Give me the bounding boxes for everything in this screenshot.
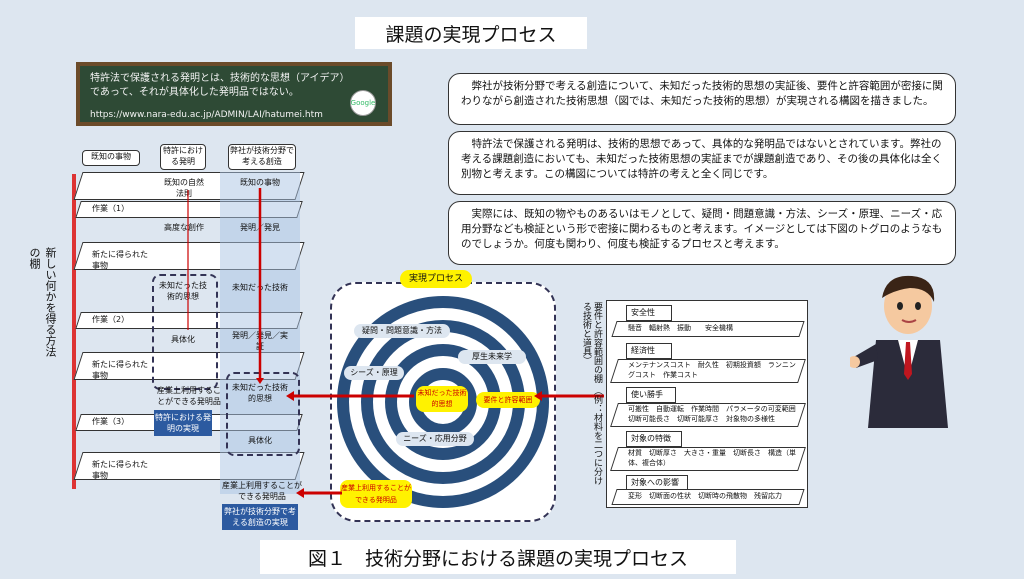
spiral-label-2: 厚生未来学 [458, 350, 526, 364]
businessman-illustration [850, 275, 948, 428]
chalkboard-note: 特許法で保護される発明とは、技術的な思想（アイデア） であって、それが具体化した… [76, 62, 392, 126]
left-vertical-label: 新しい何かを得る方法の棚 [28, 247, 57, 357]
patent-item-4: 具体化 [171, 335, 195, 344]
google-search-icon: Google [350, 90, 376, 116]
req-text-usability: 可搬性 自動運転 作業時間 パラメータの可変範囲 切断可能長さ 切断可能厚さ 対… [628, 405, 803, 423]
patent-item-5: 産業上利用することができる発明品 [157, 386, 221, 406]
company-item-7: 産業上利用することができる発明品 [222, 481, 302, 501]
patent-item-3: 未知だった技術的思想 [159, 281, 207, 301]
col-header-known: 既知の事物 [82, 150, 140, 166]
row-new-3-label: 新たに得られた事物 [92, 460, 148, 480]
spiral-label-3: シーズ・原理 [344, 366, 404, 380]
req-text-safety: 騒音 輻射熱 振動 安全機構 [628, 324, 733, 332]
requirements-vertical-label: 要件と許容範囲の棚 （例：材料を二つに分ける技術と道具） [562, 302, 602, 492]
speech-bubble-1: 弊社が技術分野で考える創造について、未知だった技術的思想の実証後、要件と許容範囲… [448, 73, 956, 125]
figure-caption: 図１ 技術分野における課題の実現プロセス [260, 540, 736, 574]
left-arrows [187, 188, 264, 384]
board-url[interactable]: https://www.nara-edu.ac.jp/ADMIN/LAI/hat… [90, 110, 323, 120]
left-red-line [72, 174, 76, 489]
company-item-5: 未知だった技術的思想 [232, 383, 288, 403]
row-new-1-label: 新たに得られた事物 [92, 250, 148, 270]
req-title-target: 対象の特徴 [626, 431, 682, 447]
col-header-patent: 特許における発明 [160, 144, 206, 170]
company-dashed-box [226, 372, 300, 456]
page-title: 課題の実現プロセス [355, 17, 587, 49]
req-text-economy: メンテナンスコスト 耐久性 初期投資額 ランニングコスト 作業コスト [628, 361, 796, 379]
row-work-3-label: 作業（3） [92, 417, 130, 426]
left-process-panel: 既知の事物 特許における発明 弊社が技術分野で考える創造 新しい何かを得る方法の… [28, 144, 308, 530]
company-item-1: 既知の事物 [240, 178, 280, 187]
spiral-label-4: ニーズ・応用分野 [396, 432, 474, 446]
row-work-2-label: 作業（2） [92, 315, 130, 324]
patent-dashed-box [152, 274, 218, 390]
patent-item-2: 高度な創作 [164, 223, 204, 232]
speech-bubble-2: 特許法で保護される発明は、技術的思想であって、具体的な発明品ではないとされていま… [448, 131, 956, 195]
req-text-impact: 変形 切断面の性状 切断時の飛散物 残留応力 [628, 492, 782, 500]
requirements-subtitle: （例：材料を二つに分ける技術と道具） [581, 302, 602, 485]
speech-bubble-3: 実際には、既知の物やものあるいはモノとして、疑問・問題意識・方法、シーズ・原理、… [448, 201, 956, 265]
company-item-6: 具体化 [248, 436, 272, 445]
req-title-usability: 使い勝手 [626, 387, 676, 403]
req-text-target: 材質 切断厚さ 大きさ・重量 切断長さ 構造（単体、複合体） [628, 449, 796, 467]
req-title-economy: 経済性 [626, 343, 672, 359]
row-new-2-label: 新たに得られた事物 [92, 360, 148, 380]
row-work-1-label: 作業（1） [92, 204, 130, 213]
patent-item-1: 既知の自然法則 [164, 178, 204, 198]
board-line-1: 特許法で保護される発明とは、技術的な思想（アイデア） [90, 73, 350, 84]
spiral-panel: 実現プロセス 疑問・問題意識・方法 厚生未来学 シーズ・原理 ニーズ・応用分野 … [330, 270, 556, 522]
spiral-bottom-tag: 産業上利用することができる発明品 [340, 480, 412, 508]
board-line-2: であって、それが具体化した発明品ではない。 [90, 87, 299, 98]
spiral-right-tag: 要件と許容範囲 [476, 392, 540, 408]
spiral-center: 未知だった技術的思想 [416, 386, 468, 412]
req-title-impact: 対象への影響 [626, 475, 688, 491]
spiral-title: 実現プロセス [400, 270, 472, 288]
patent-result: 特許における発明の実現 [154, 410, 212, 436]
col-header-company: 弊社が技術分野で考える創造 [228, 144, 296, 170]
company-result: 弊社が技術分野で考える創造の実現 [222, 504, 298, 530]
spiral-label-1: 疑問・問題意識・方法 [354, 324, 450, 338]
requirements-title: 要件と許容範囲の棚 [592, 302, 602, 383]
req-title-safety: 安全性 [626, 305, 672, 321]
